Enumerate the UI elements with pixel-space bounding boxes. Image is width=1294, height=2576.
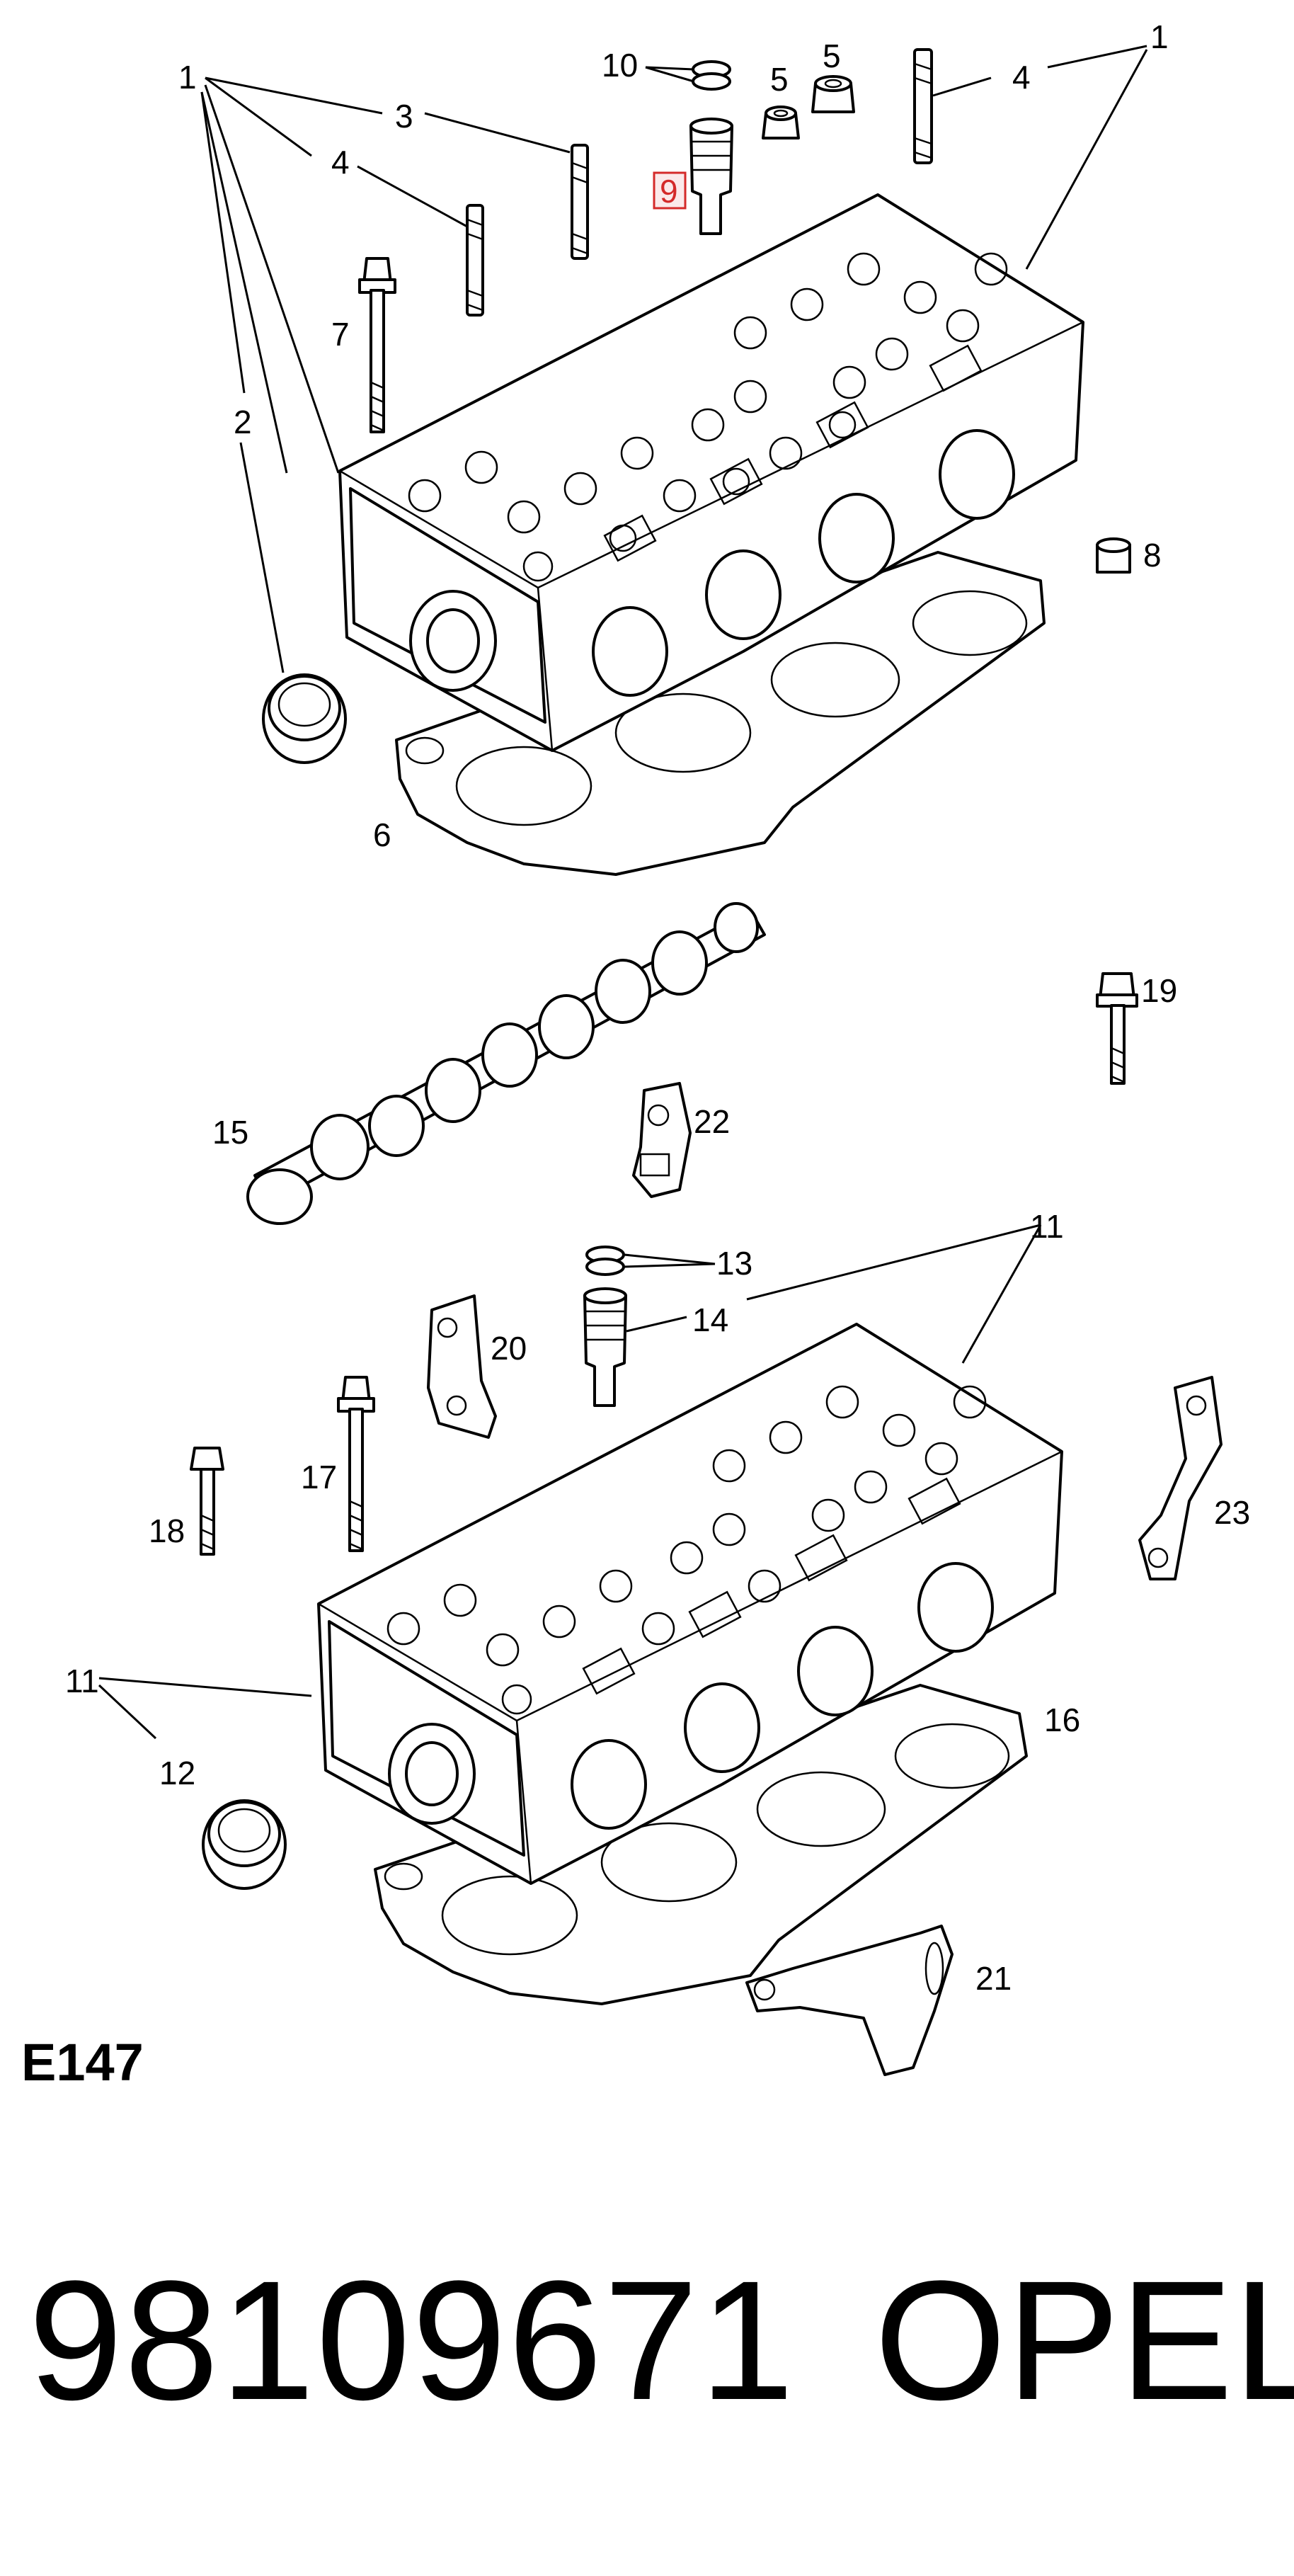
callout-22: 22: [694, 1103, 730, 1140]
callout-3: 3: [395, 98, 413, 135]
bolt-18: [190, 1447, 224, 1556]
o-rings-10: [692, 60, 731, 91]
stud-4-left: [466, 204, 484, 317]
callout-12: 12: [159, 1755, 195, 1791]
callout-23: 23: [1214, 1494, 1250, 1531]
o-rings-13: [585, 1246, 625, 1276]
callout-8: 8: [1143, 537, 1162, 574]
dowel-8: [1096, 537, 1131, 574]
diagram-code: E147: [21, 2033, 144, 2092]
bracket-20: [427, 1294, 497, 1439]
callout-18: 18: [149, 1512, 185, 1549]
callout-19: 19: [1141, 972, 1177, 1009]
callout-21: 21: [975, 1960, 1012, 1997]
bracket-22: [632, 1082, 692, 1198]
callout-5: 5: [770, 61, 789, 98]
callout-17: 17: [301, 1459, 337, 1495]
callout-1: 1: [178, 59, 197, 96]
head-bolt-upper: [358, 257, 396, 433]
stud-4-right: [913, 48, 933, 164]
bracket-23: [1138, 1376, 1223, 1580]
callout-7: 7: [331, 316, 350, 353]
head-bolt-lower: [337, 1376, 375, 1552]
nut-5-left: [762, 106, 800, 139]
callout-4: 4: [331, 144, 350, 181]
camshaft-15: [246, 902, 766, 1225]
bracket-21: [745, 1925, 954, 2076]
callout-9: 9: [660, 173, 678, 210]
seal-ring-upper: [262, 673, 347, 764]
part-number: 98109671: [28, 2245, 796, 2435]
callout-4: 4: [1012, 59, 1031, 96]
callout-1: 1: [1150, 18, 1169, 55]
callout-6: 6: [373, 816, 391, 853]
injector-sleeve-9: [689, 118, 733, 235]
callout-15: 15: [212, 1114, 248, 1151]
callout-11: 11: [1030, 1208, 1064, 1245]
bolt-19: [1096, 972, 1138, 1085]
callout-20: 20: [491, 1330, 527, 1367]
callout-labels: 1 3 4 10 5 5 4 1 9 7 2 8 6 19 15 22 13 1…: [65, 18, 1250, 1997]
callout-2: 2: [234, 404, 252, 440]
callout-13: 13: [716, 1245, 752, 1282]
brand-name: OPEL: [874, 2245, 1294, 2435]
callout-14: 14: [692, 1301, 728, 1338]
upper-cylinder-head-assembly: [262, 48, 1131, 876]
head-gasket-upper: [395, 551, 1046, 876]
seal-ring-lower: [202, 1799, 287, 1890]
leader-lines: [98, 45, 1148, 1740]
nut-5-right: [811, 75, 855, 113]
lower-cylinder-head-assembly: [190, 1246, 1223, 2076]
callout-10: 10: [602, 47, 638, 84]
callout-11: 11: [65, 1663, 99, 1699]
injector-sleeve-14: [583, 1287, 627, 1407]
stud-3: [571, 144, 589, 260]
callout-5: 5: [823, 38, 841, 74]
head-gasket-lower: [374, 1684, 1028, 2005]
callout-16: 16: [1044, 1702, 1080, 1738]
callout-9-highlight: [653, 171, 687, 210]
